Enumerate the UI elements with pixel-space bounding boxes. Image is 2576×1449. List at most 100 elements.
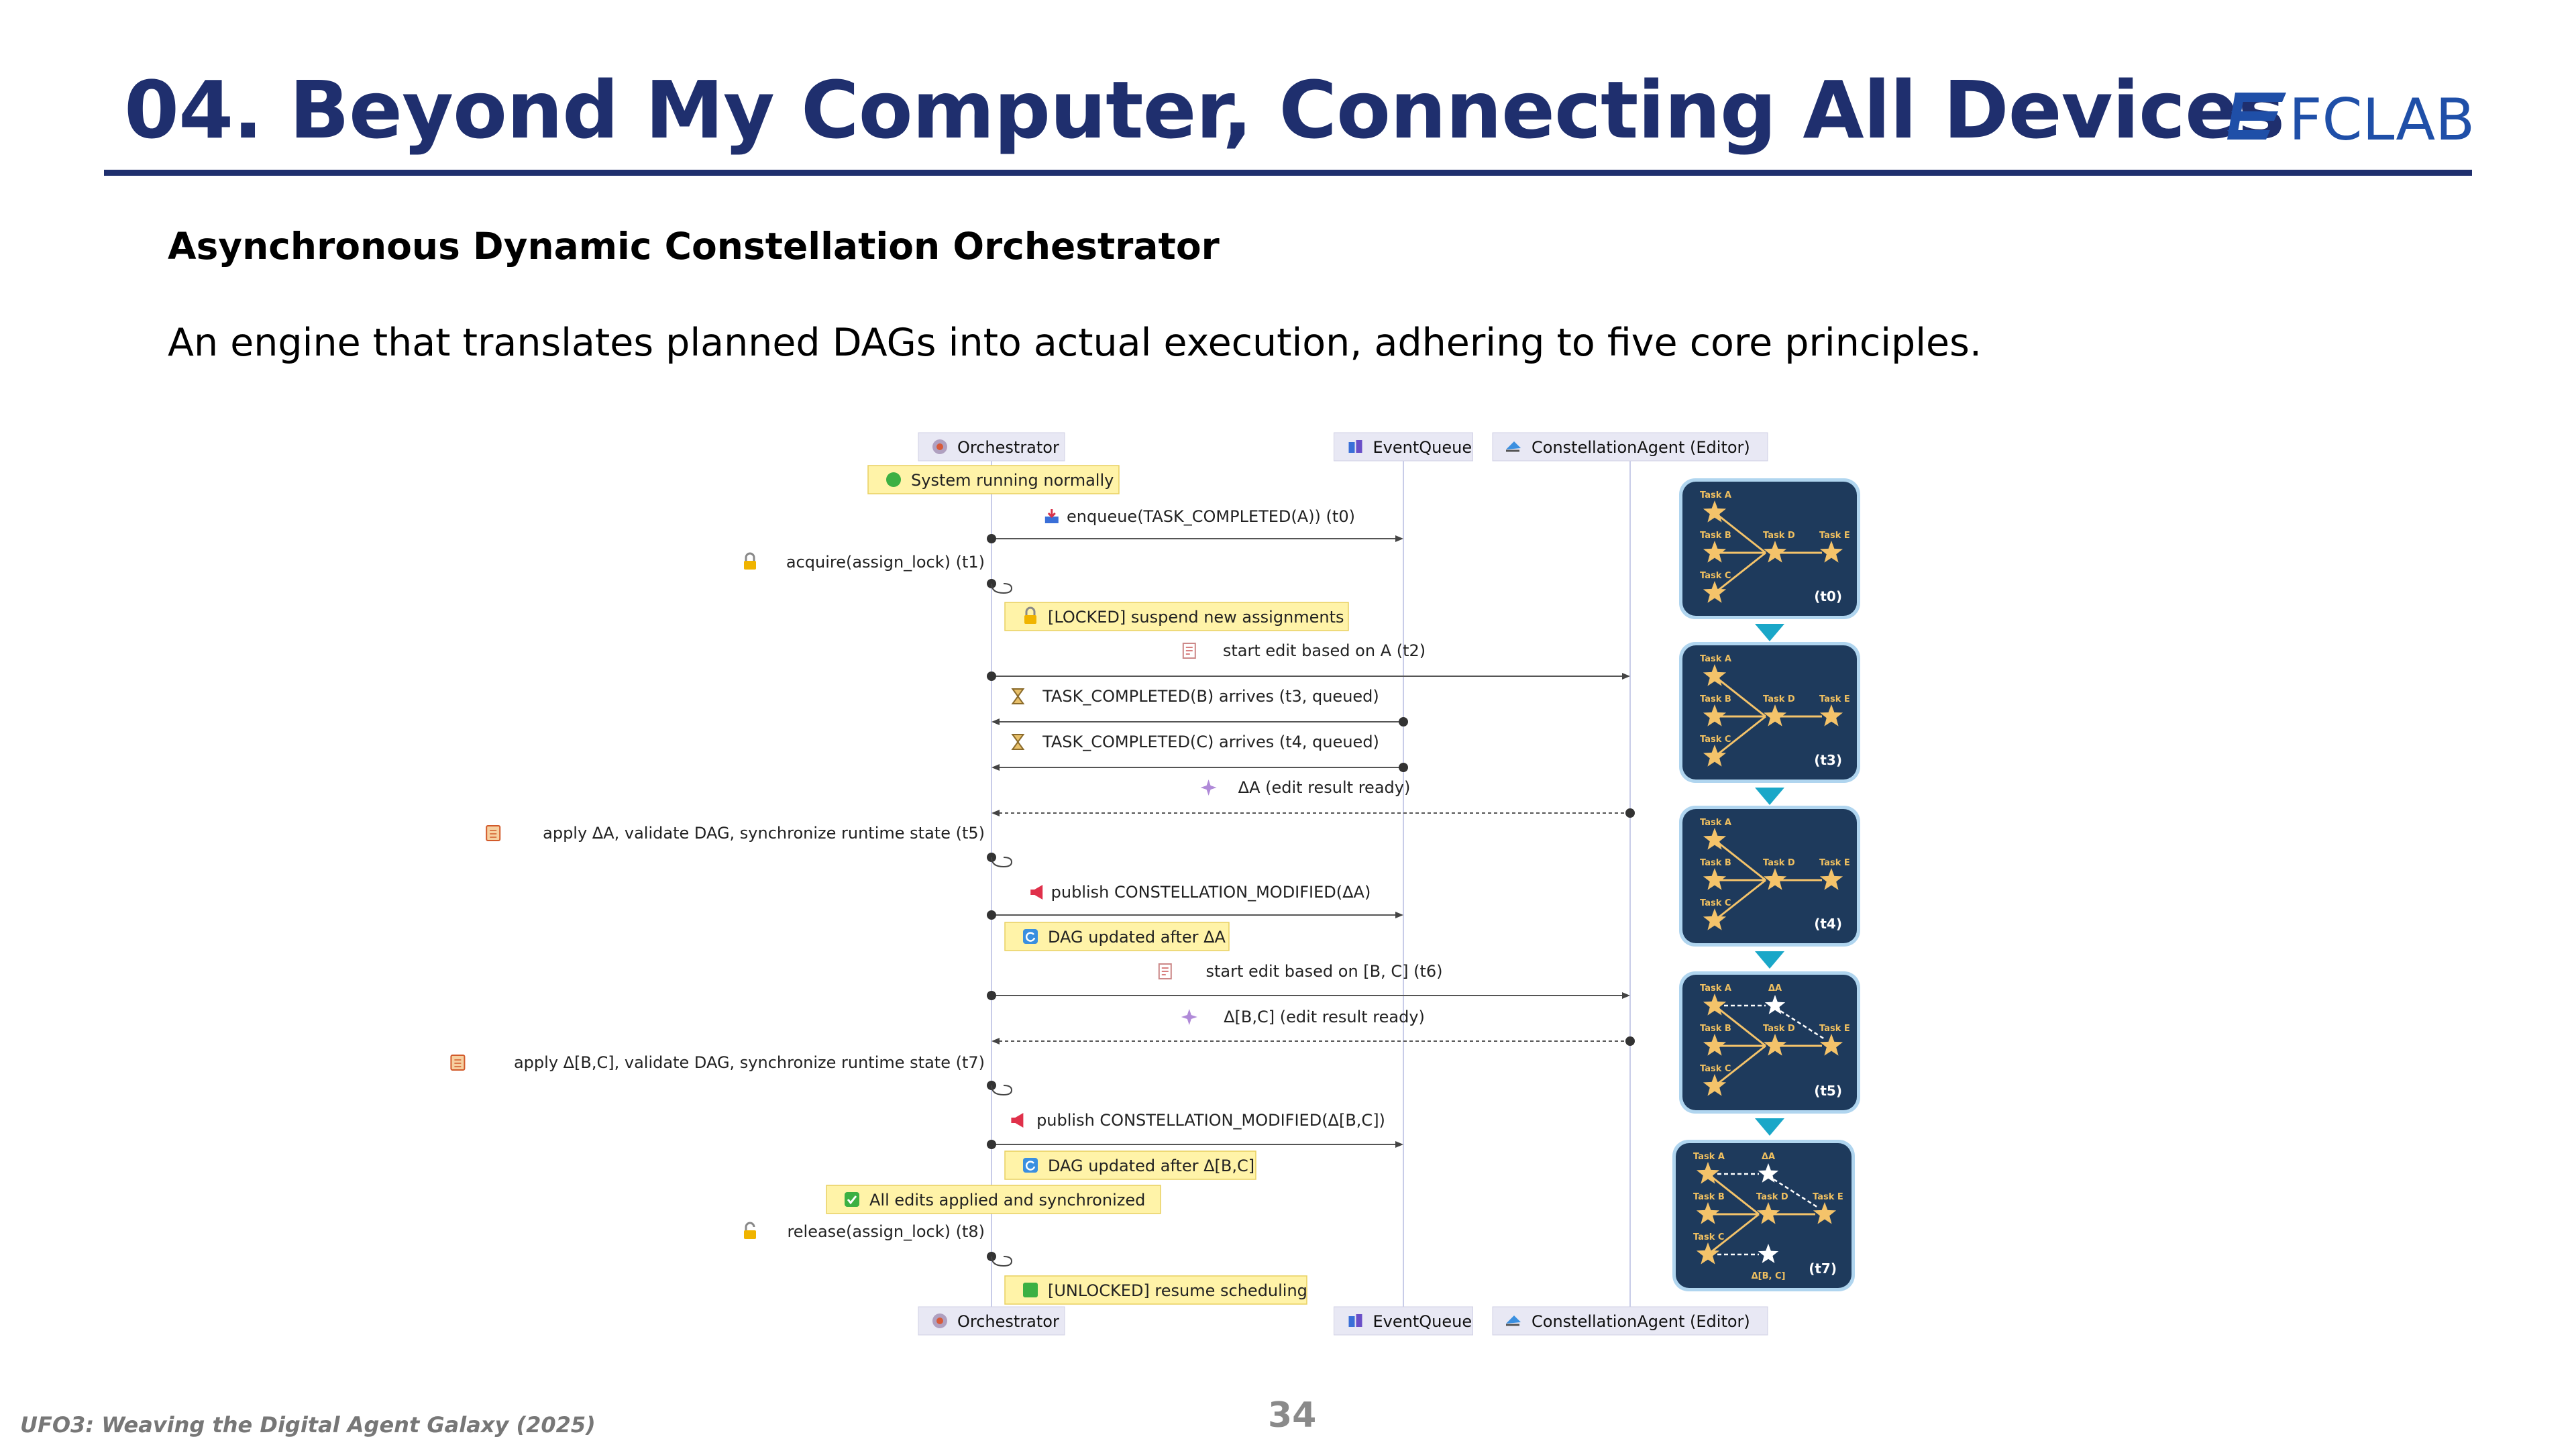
dag-snapshot-panel: Task A Task B Task C Task D Task E (t0) xyxy=(1679,478,1860,619)
task-label: Task D xyxy=(1763,694,1795,704)
panel-down-arrow xyxy=(1755,788,1784,805)
star-node xyxy=(1756,1202,1780,1224)
section-subtitle: Asynchronous Dynamic Constellation Orche… xyxy=(168,225,1220,268)
arrow-head xyxy=(991,1038,1000,1044)
task-label: Task B xyxy=(1700,1024,1731,1034)
star-node xyxy=(1703,868,1727,890)
message-label: ΔA (edit result ready) xyxy=(1238,778,1411,797)
dag-edge-delta xyxy=(1773,1178,1819,1209)
star-node xyxy=(1819,541,1843,563)
arrow-head xyxy=(1622,992,1630,999)
message-label: start edit based on A (t2) xyxy=(1223,641,1426,660)
arrow-head xyxy=(1395,535,1403,542)
participant-label: EventQueue xyxy=(1373,438,1472,457)
panel-time-label: (t0) xyxy=(1814,588,1842,604)
task-label: Task B xyxy=(1700,531,1731,541)
message-origin-dot xyxy=(1399,763,1408,772)
star-node xyxy=(1764,995,1786,1014)
star-node xyxy=(1703,994,1727,1016)
participant-label: Orchestrator xyxy=(957,1312,1059,1331)
task-label: Task E xyxy=(1819,531,1850,541)
task-label: Task E xyxy=(1813,1192,1843,1202)
task-label: Task C xyxy=(1700,735,1731,745)
task-label: Task A xyxy=(1700,490,1731,500)
orchestrator-icon xyxy=(932,1313,947,1328)
task-label: Task C xyxy=(1700,571,1731,581)
panel-down-arrow xyxy=(1755,951,1784,969)
note-box xyxy=(1004,1275,1307,1305)
dag-edge xyxy=(1714,1044,1766,1087)
orchestrator-icon xyxy=(932,439,947,454)
participant-header-top-0: Orchestrator xyxy=(918,432,1065,462)
arrow-head xyxy=(991,810,1000,816)
participant-label: EventQueue xyxy=(1373,1312,1472,1331)
star-node xyxy=(1763,1034,1787,1056)
task-label: Task E xyxy=(1819,1024,1850,1034)
memo-icon xyxy=(1182,643,1196,659)
participant-label: ConstellationAgent (Editor) xyxy=(1532,438,1750,457)
arrow-head xyxy=(1395,1141,1403,1148)
participant-header-top-1: EventQueue xyxy=(1334,432,1473,462)
hourglass-icon xyxy=(1011,734,1025,750)
self-message: acquire(assign_lock) (t1) xyxy=(744,552,1013,594)
self-loop-arrow xyxy=(991,857,1013,868)
panel-down-arrow xyxy=(1755,624,1784,641)
sequence-message: publish CONSTELLATION_MODIFIED(Δ[B,C]) xyxy=(987,1111,1403,1149)
arrow-head xyxy=(1622,673,1630,680)
sequence-message: TASK_COMPLETED(C) arrives (t4, queued) xyxy=(991,733,1408,772)
self-loop-arrow xyxy=(991,1085,1013,1096)
clipboard-icon xyxy=(486,825,501,841)
star-node xyxy=(1696,1202,1720,1224)
message-origin-dot xyxy=(1399,717,1408,727)
star-node xyxy=(1819,1034,1843,1056)
refresh-icon xyxy=(1023,1158,1038,1173)
delta-label: ΔA xyxy=(1762,1152,1775,1162)
green-square-icon xyxy=(1023,1283,1038,1297)
note-text: System running normally xyxy=(911,471,1114,490)
star-node xyxy=(1813,1202,1837,1224)
star-node xyxy=(1703,704,1727,727)
refresh-icon xyxy=(1023,929,1038,944)
participant-box xyxy=(918,1306,1065,1336)
sequence-note: System running normally xyxy=(867,465,1120,494)
message-label: Δ[B,C] (edit result ready) xyxy=(1224,1008,1425,1026)
star-node xyxy=(1763,868,1787,890)
message-origin-dot xyxy=(987,1140,996,1149)
task-label: Task B xyxy=(1700,694,1731,704)
star-node xyxy=(1703,581,1727,603)
participant-box xyxy=(1492,1306,1768,1336)
dag-edge xyxy=(1707,1173,1760,1216)
star-node xyxy=(1703,500,1727,523)
star-node xyxy=(1819,704,1843,727)
section-description: An engine that translates planned DAGs i… xyxy=(168,321,1982,365)
self-message-label: apply ΔA, validate DAG, synchronize runt… xyxy=(543,824,985,843)
panel-time-label: (t5) xyxy=(1814,1083,1842,1099)
title-underline xyxy=(104,170,2472,176)
megaphone-icon xyxy=(1030,885,1043,900)
task-label: Task D xyxy=(1763,1024,1795,1034)
note-box xyxy=(1004,602,1349,631)
inbox-icon xyxy=(1044,509,1059,523)
sequence-note: DAG updated after ΔA xyxy=(1004,922,1230,951)
task-label: Task A xyxy=(1700,983,1731,994)
sequence-note: All edits applied and synchronized xyxy=(826,1185,1161,1214)
note-box xyxy=(867,465,1120,494)
note-box xyxy=(1004,1150,1256,1180)
sparkle-icon xyxy=(1200,780,1217,796)
clipboard-icon xyxy=(450,1055,466,1071)
sequence-message: Δ[B,C] (edit result ready) xyxy=(991,1008,1635,1046)
queue-icon xyxy=(1348,1314,1362,1327)
star-node xyxy=(1763,541,1787,563)
sequence-message: start edit based on A (t2) xyxy=(987,641,1630,681)
task-label: Task D xyxy=(1763,531,1795,541)
sequence-message: publish CONSTELLATION_MODIFIED(ΔA) xyxy=(987,883,1403,920)
queue-icon xyxy=(1348,440,1362,453)
task-label: Task A xyxy=(1700,654,1731,664)
dag-edge xyxy=(1714,1004,1766,1047)
dag-edge xyxy=(1714,675,1766,718)
self-loop-arrow xyxy=(991,1256,1013,1267)
star-node xyxy=(1703,828,1727,850)
footer-reference: UFO3: Weaving the Digital Agent Galaxy (… xyxy=(20,1412,596,1438)
